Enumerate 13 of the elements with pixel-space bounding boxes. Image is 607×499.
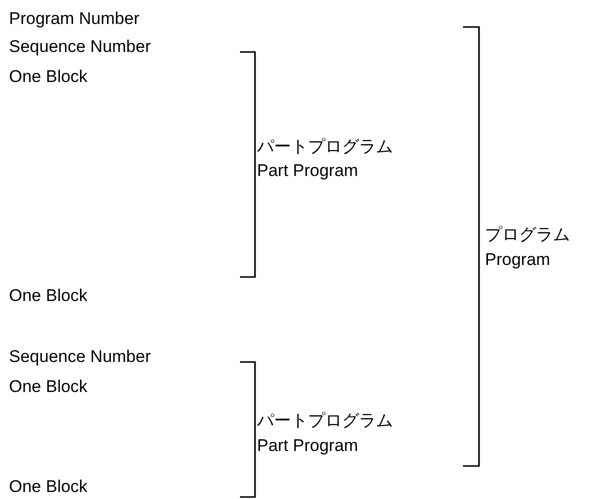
bracket-label: Part Program xyxy=(257,161,358,181)
item-label: Sequence Number xyxy=(9,347,151,367)
item-label: Program Number xyxy=(9,9,140,29)
item-label: One Block xyxy=(9,477,88,497)
bracket-label: プログラム xyxy=(485,225,570,245)
item-label: One Block xyxy=(9,286,88,306)
item-label: One Block xyxy=(9,67,88,87)
bracket-label: Program xyxy=(485,250,550,270)
bracket-label: Part Program xyxy=(257,436,358,456)
bracket-label: パートプログラム xyxy=(257,411,393,431)
item-label: One Block xyxy=(9,377,88,397)
bracket-label: パートプログラム xyxy=(257,137,393,157)
item-label: Sequence Number xyxy=(9,37,151,57)
